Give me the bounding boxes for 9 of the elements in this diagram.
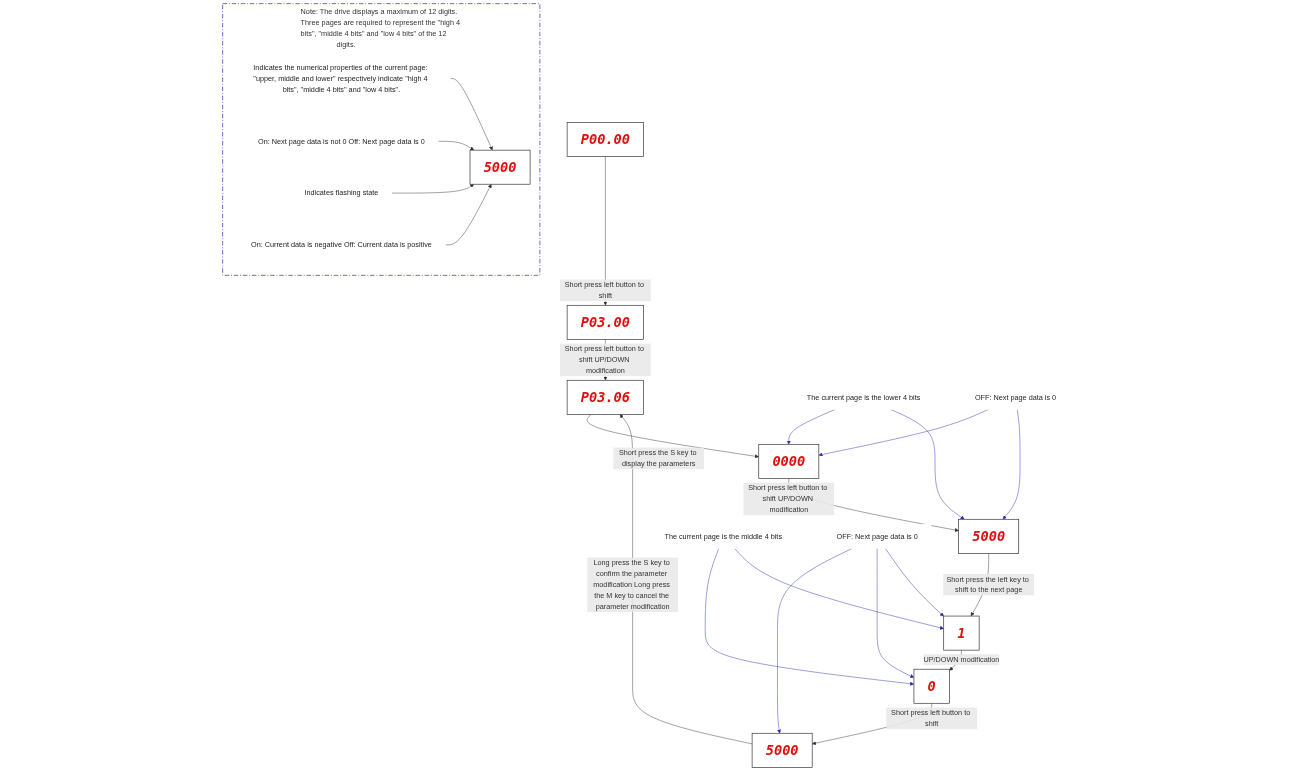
node-box: 1 — [943, 615, 980, 651]
node-box: 5000 — [958, 518, 1020, 554]
node-box: 5000 — [752, 732, 813, 768]
node-box: P03.06 — [567, 379, 645, 415]
node-box: 5000 — [470, 149, 531, 185]
node-box: 0000 — [758, 444, 820, 479]
node-box: 0 — [913, 668, 951, 704]
node-box: P00.00 — [567, 122, 645, 157]
node-box: P03.00 — [567, 304, 645, 340]
